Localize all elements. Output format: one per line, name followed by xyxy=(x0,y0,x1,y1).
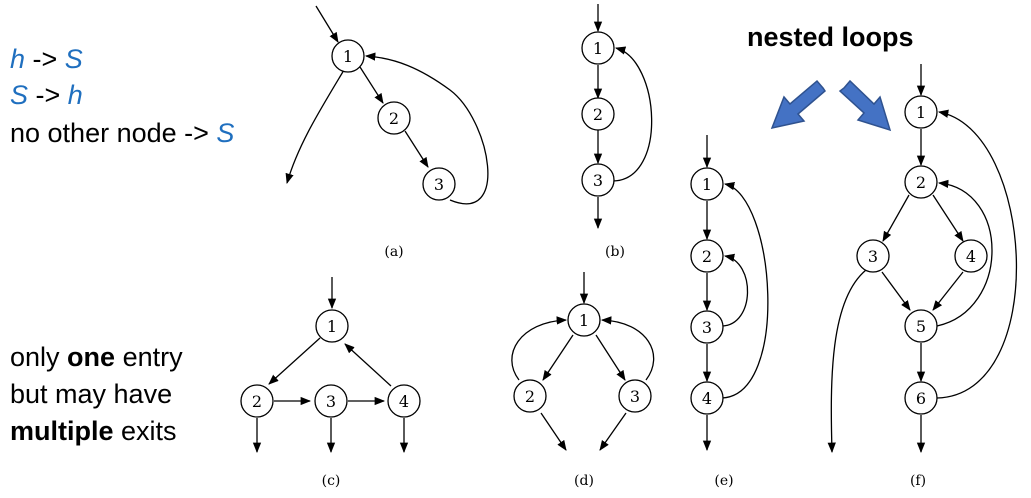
svg-text:3: 3 xyxy=(593,171,603,190)
svg-text:3: 3 xyxy=(702,318,712,337)
graph-e-node-3: 3 xyxy=(690,310,724,344)
strongly-connected-var: S xyxy=(10,80,29,110)
arrow-op: -> xyxy=(25,44,65,74)
graph-f-node-1: 1 xyxy=(904,95,938,129)
graph-b: 1 2 3 (b) xyxy=(581,4,653,260)
graph-a-caption: (a) xyxy=(384,244,403,260)
graph-c-node-1: 1 xyxy=(315,309,349,343)
graph-b-caption: (b) xyxy=(605,244,625,260)
graph-c: 1 2 3 4 (c) xyxy=(240,277,421,489)
entry-note-line-3: multiple exits xyxy=(10,414,177,449)
graph-b-node-2: 2 xyxy=(581,97,615,131)
svg-text:4: 4 xyxy=(966,247,976,266)
entry-note-line-2: but may have xyxy=(10,377,172,412)
graph-f: 1 2 3 4 5 6 (f) xyxy=(827,64,1018,489)
strongly-connected-var: S xyxy=(64,44,83,74)
note-text: but may have xyxy=(10,379,173,409)
svg-text:2: 2 xyxy=(916,173,926,192)
graph-c-node-4: 4 xyxy=(387,384,421,418)
graph-d-caption: (d) xyxy=(574,473,594,489)
svg-text:1: 1 xyxy=(593,39,603,58)
entry-note-line-1: only one entry xyxy=(10,340,183,375)
graph-c-node-2: 2 xyxy=(240,384,274,418)
svg-text:3: 3 xyxy=(630,387,640,406)
graph-b-node-3: 3 xyxy=(581,163,615,197)
graph-a: 1 2 3 (a) xyxy=(285,5,489,260)
note-bold-multiple: multiple xyxy=(10,416,114,446)
svg-text:1: 1 xyxy=(327,317,337,336)
note-bold-one: one xyxy=(67,342,116,372)
rule-line-2: S -> h xyxy=(10,78,83,113)
graph-d: 1 2 3 (d) xyxy=(511,272,655,489)
pointer-arrow-left xyxy=(770,79,826,130)
graph-d-node-1: 1 xyxy=(567,303,601,337)
svg-text:5: 5 xyxy=(916,317,926,336)
graph-f-node-5: 5 xyxy=(904,309,938,343)
graph-b-node-1: 1 xyxy=(581,31,615,65)
graph-e: 1 2 3 4 (e) xyxy=(690,135,769,489)
graph-f-caption: (f) xyxy=(910,473,926,489)
graph-a-node-3: 3 xyxy=(422,167,456,201)
note-text: exits xyxy=(113,416,177,446)
graph-a-node-1: 1 xyxy=(331,39,365,73)
svg-text:2: 2 xyxy=(389,109,399,128)
svg-text:6: 6 xyxy=(916,389,926,408)
graph-e-node-1: 1 xyxy=(690,167,724,201)
graph-a-node-2: 2 xyxy=(377,101,411,135)
graph-e-node-2: 2 xyxy=(690,239,724,273)
graph-f-node-2: 2 xyxy=(904,165,938,199)
graph-e-node-4: 4 xyxy=(690,381,724,415)
rule-text: no other node -> xyxy=(10,118,217,148)
nested-loops-title: nested loops xyxy=(747,22,914,52)
svg-text:2: 2 xyxy=(525,387,535,406)
graph-c-caption: (c) xyxy=(322,473,341,489)
header-var: h xyxy=(67,80,83,110)
header-var: h xyxy=(10,44,26,74)
graph-f-node-3: 3 xyxy=(856,239,890,273)
graph-d-node-3: 3 xyxy=(618,379,652,413)
svg-text:3: 3 xyxy=(868,247,878,266)
svg-text:3: 3 xyxy=(434,175,444,194)
svg-text:2: 2 xyxy=(593,105,603,124)
graph-d-node-2: 2 xyxy=(513,379,547,413)
graph-f-node-6: 6 xyxy=(904,381,938,415)
svg-text:4: 4 xyxy=(399,392,409,411)
graph-e-caption: (e) xyxy=(714,473,733,489)
rule-line-3: no other node -> S xyxy=(10,116,234,151)
svg-text:2: 2 xyxy=(252,392,262,411)
note-text: entry xyxy=(115,342,183,372)
arrow-op: -> xyxy=(28,80,68,110)
rule-line-1: h -> S xyxy=(10,42,83,77)
svg-text:4: 4 xyxy=(702,389,712,408)
svg-text:1: 1 xyxy=(916,103,926,122)
graph-f-node-4: 4 xyxy=(954,239,988,273)
svg-text:1: 1 xyxy=(579,311,589,330)
svg-text:3: 3 xyxy=(326,392,336,411)
svg-text:2: 2 xyxy=(702,247,712,266)
pointer-arrow-right xyxy=(838,79,892,132)
strongly-connected-var: S xyxy=(216,118,235,148)
svg-text:1: 1 xyxy=(702,175,712,194)
note-text: only xyxy=(10,342,68,372)
graph-c-node-3: 3 xyxy=(314,384,348,418)
svg-text:1: 1 xyxy=(343,47,353,66)
